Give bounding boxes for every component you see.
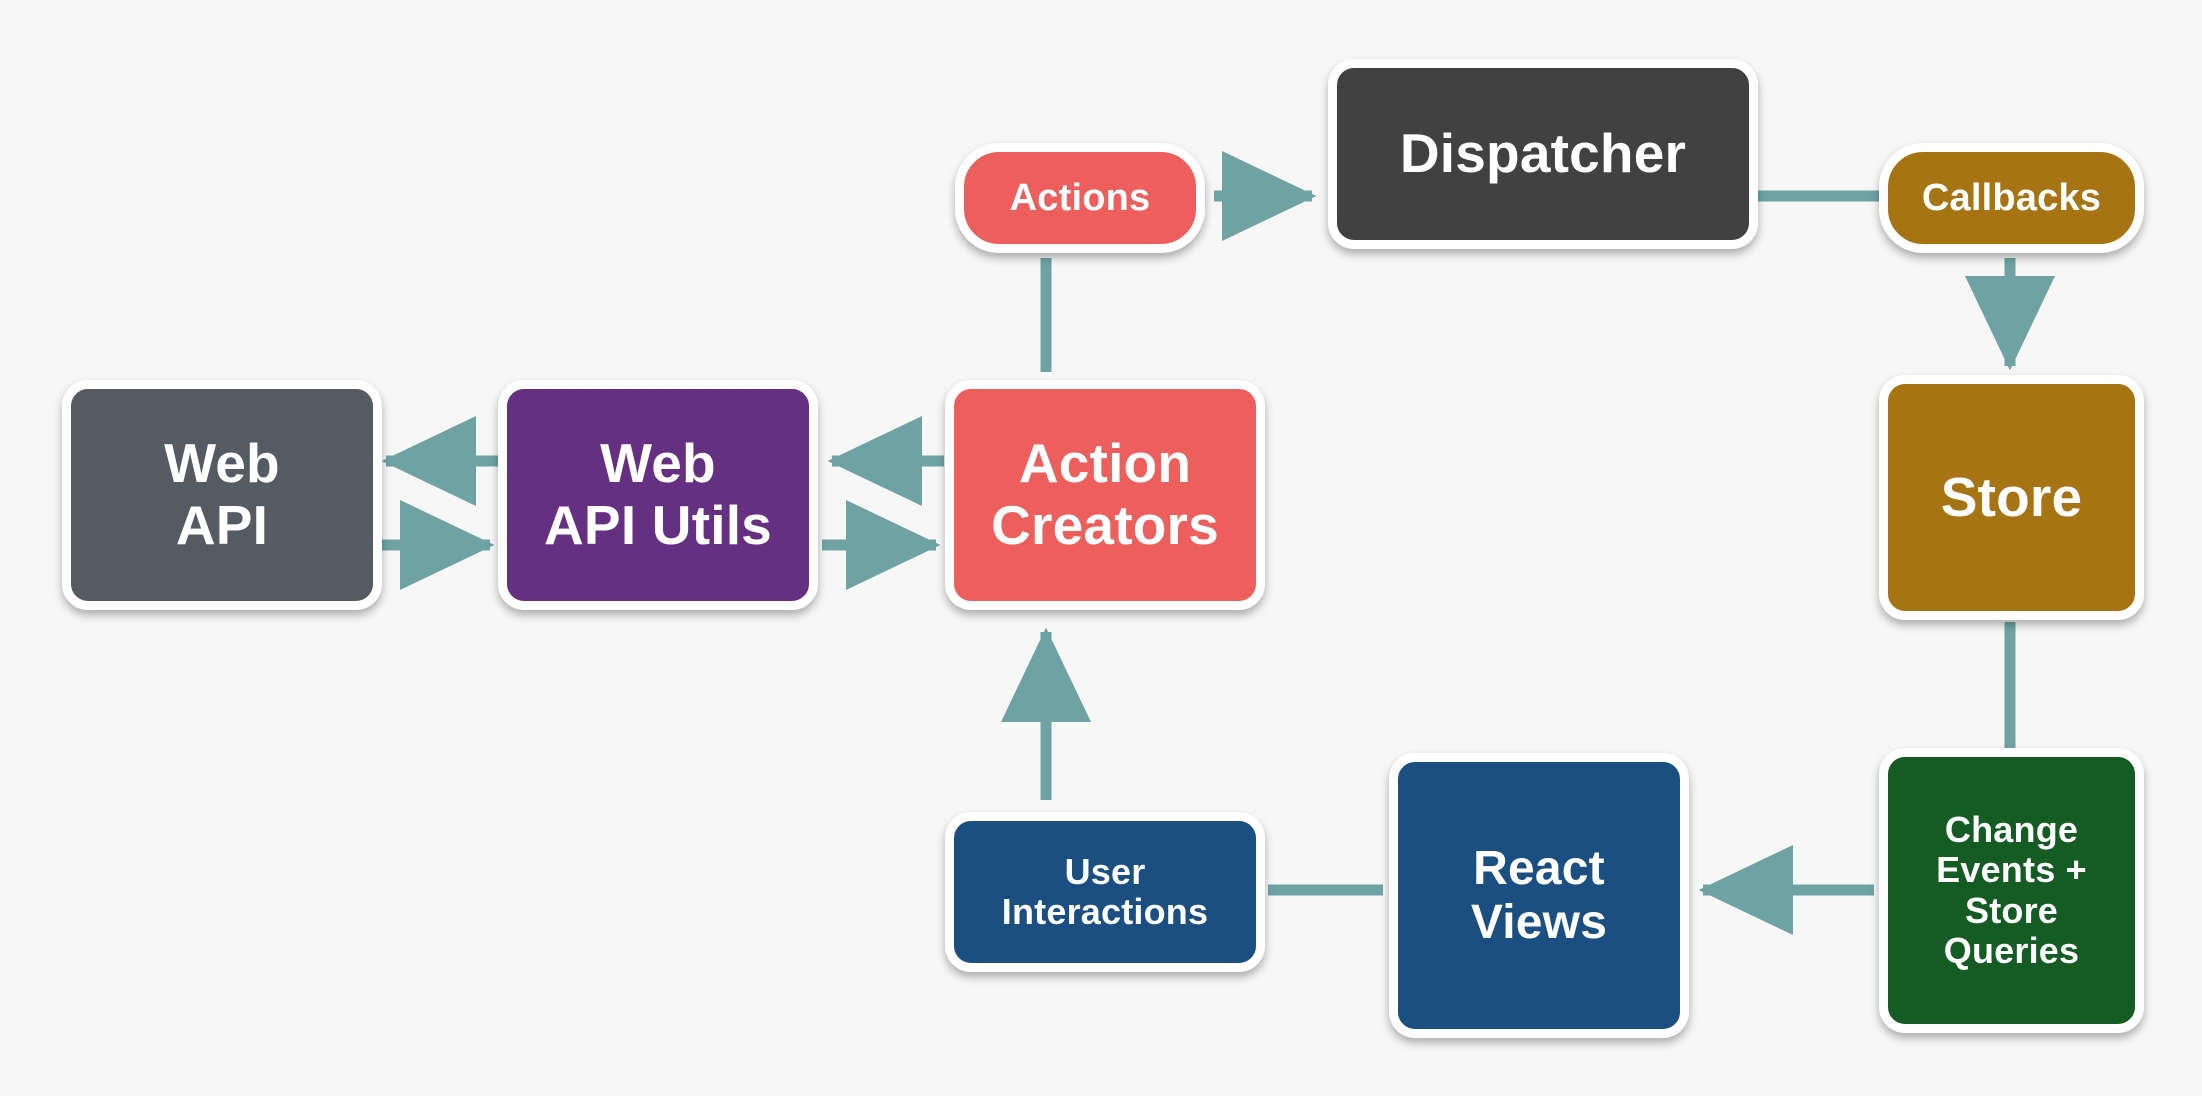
node-dispatcher-label: Dispatcher [1399, 122, 1687, 185]
node-change-events-store-queries[interactable]: Change Events + Store Queries [1879, 748, 2144, 1033]
node-store-label: Store [1940, 465, 2083, 528]
node-web-api-label: Web API [164, 432, 280, 556]
node-store[interactable]: Store [1879, 375, 2144, 620]
node-user-interactions-label: User Interactions [1001, 850, 1209, 932]
node-user-interactions[interactable]: User Interactions [945, 812, 1265, 972]
node-callbacks[interactable]: Callbacks [1879, 143, 2144, 253]
node-react-views[interactable]: React Views [1389, 753, 1689, 1038]
node-web-api[interactable]: Web API [62, 380, 382, 610]
node-web-api-utils[interactable]: Web API Utils [498, 380, 818, 610]
node-callbacks-label: Callbacks [1921, 176, 2102, 219]
node-action-creators[interactable]: Action Creators [945, 380, 1265, 610]
node-react-views-label: React Views [1470, 841, 1608, 949]
node-dispatcher[interactable]: Dispatcher [1328, 59, 1758, 249]
node-change-events-store-queries-label: Change Events + Store Queries [1936, 808, 2087, 971]
node-actions-label: Actions [1009, 176, 1151, 219]
node-web-api-utils-label: Web API Utils [544, 432, 772, 556]
node-actions[interactable]: Actions [955, 143, 1205, 253]
node-action-creators-label: Action Creators [991, 432, 1219, 556]
